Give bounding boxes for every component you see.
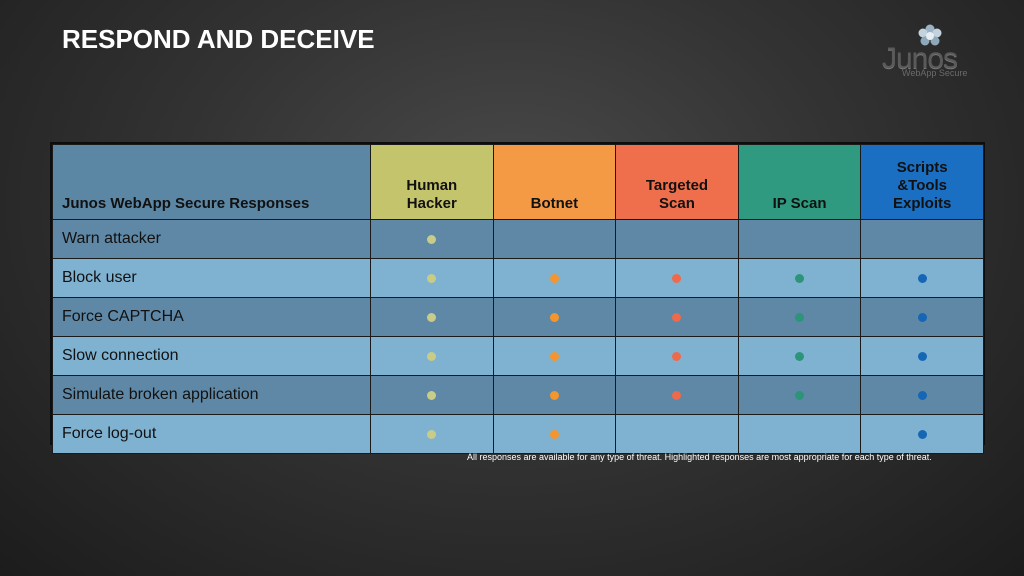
mark-cell [615, 336, 739, 376]
mark-cell [615, 297, 739, 337]
header-line: IP Scan [772, 195, 827, 212]
dot-icon [427, 390, 437, 400]
response-label: Block user [52, 258, 371, 298]
header-line: Scripts [896, 159, 948, 176]
header-threat-1: Botnet [492, 144, 617, 220]
dot-icon [917, 312, 927, 322]
dot-icon [427, 234, 437, 244]
junos-logo: Junos WebApp Secure [880, 24, 976, 80]
dot-icon [795, 273, 805, 283]
mark-cell [615, 414, 739, 454]
response-label: Force CAPTCHA [52, 297, 371, 337]
dot-icon [795, 390, 805, 400]
mark-cell [370, 219, 494, 259]
mark-cell [492, 258, 617, 298]
mark-cell [492, 414, 617, 454]
header-line: Human [406, 177, 458, 194]
mark-cell [615, 258, 739, 298]
mark-cell [370, 375, 494, 415]
mark-cell [860, 297, 984, 337]
mark-cell [737, 258, 862, 298]
mark-cell [370, 258, 494, 298]
mark-cell [737, 336, 862, 376]
logo-subtitle: WebApp Secure [902, 68, 968, 78]
header-line [494, 177, 616, 195]
table-row: Warn attacker [52, 219, 984, 259]
table-row: Slow connection [52, 336, 984, 376]
response-label: Slow connection [52, 336, 371, 376]
response-label: Simulate broken application [52, 375, 371, 415]
table-row: Block user [52, 258, 984, 298]
mark-cell [860, 414, 984, 454]
dot-icon [549, 429, 559, 439]
dot-icon [549, 351, 559, 361]
dot-icon [917, 273, 927, 283]
dot-icon [427, 351, 437, 361]
response-label: Force log-out [52, 414, 371, 454]
mark-cell [860, 336, 984, 376]
dot-icon [427, 429, 437, 439]
mark-cell [737, 297, 862, 337]
header-line: Targeted [645, 177, 709, 194]
dot-icon [917, 429, 927, 439]
dot-icon [917, 390, 927, 400]
mark-cell [737, 375, 862, 415]
header-line: Scan [659, 195, 695, 212]
mark-cell [737, 219, 862, 259]
dot-icon [795, 351, 805, 361]
dot-icon [672, 273, 682, 283]
mark-cell [860, 375, 984, 415]
dot-icon [427, 312, 437, 322]
header-line: Botnet [530, 195, 579, 212]
dot-icon [917, 351, 927, 361]
flower-logo-icon [918, 24, 942, 46]
table-row: Simulate broken application [52, 375, 984, 415]
dot-icon [549, 312, 559, 322]
slide-title: RESPOND AND DECEIVE [62, 24, 375, 54]
mark-cell [615, 219, 739, 259]
dot-icon [672, 312, 682, 322]
table-row: Force CAPTCHA [52, 297, 984, 337]
header-responses: Junos WebApp Secure Responses [52, 144, 371, 220]
dot-icon [672, 390, 682, 400]
dot-icon [549, 273, 559, 283]
dot-icon [672, 351, 682, 361]
header-line [739, 177, 861, 195]
logo-wordmark: Junos [882, 42, 958, 75]
mark-cell [737, 414, 862, 454]
mark-cell [370, 414, 494, 454]
footnote: All responses are available for any type… [467, 452, 932, 462]
mark-cell [492, 219, 617, 259]
mark-cell [860, 258, 984, 298]
mark-cell [860, 219, 984, 259]
response-label: Warn attacker [52, 219, 371, 259]
mark-cell [492, 375, 617, 415]
header-line: &Tools [897, 177, 948, 194]
dot-icon [427, 273, 437, 283]
mark-cell [492, 297, 617, 337]
header-threat-3: IP Scan [737, 144, 862, 220]
mark-cell [370, 336, 494, 376]
mark-cell [370, 297, 494, 337]
header-line: Hacker [406, 195, 457, 212]
mark-cell [492, 336, 617, 376]
dot-icon [549, 390, 559, 400]
table-row: Force log-out [52, 414, 984, 454]
header-line: Exploits [892, 195, 952, 212]
dot-icon [795, 312, 805, 322]
mark-cell [615, 375, 739, 415]
